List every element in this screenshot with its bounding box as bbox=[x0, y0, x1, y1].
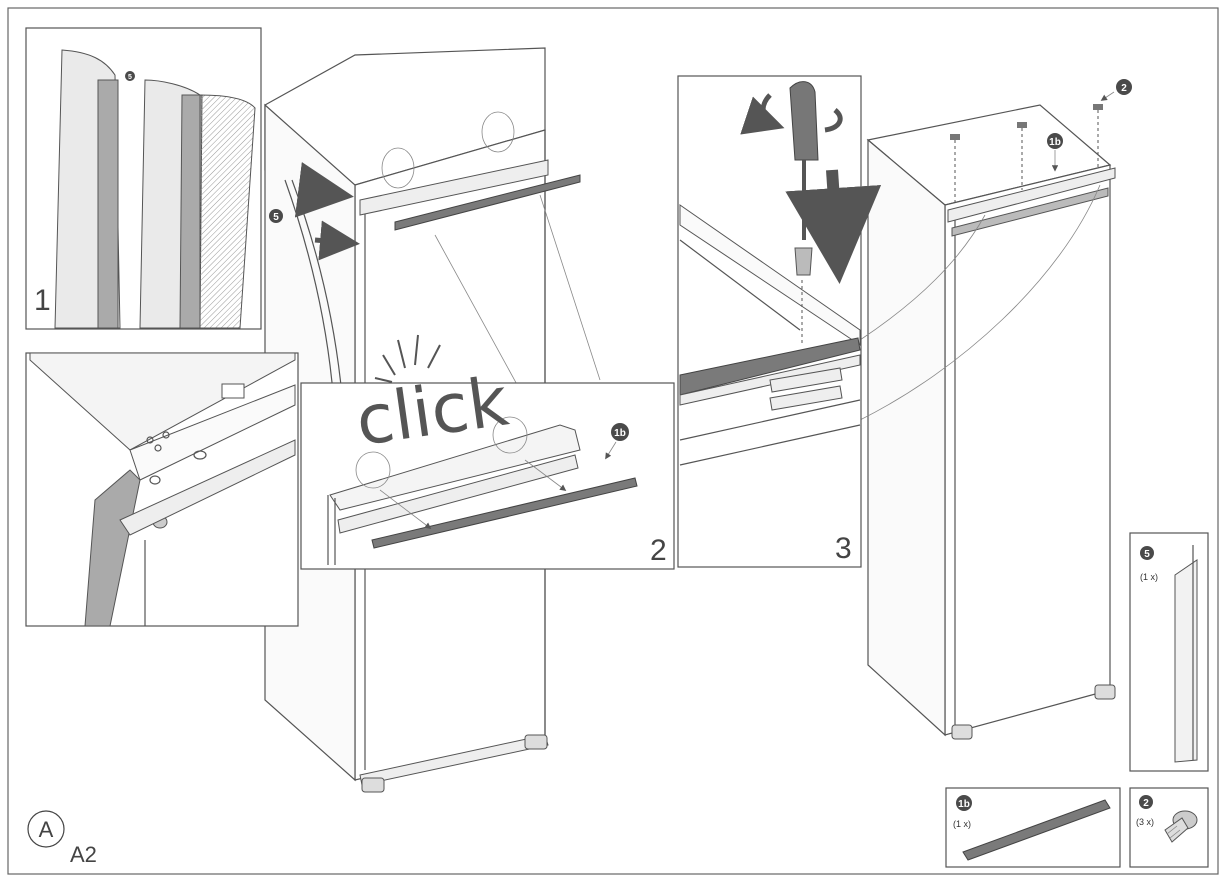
section-letter: A bbox=[39, 817, 54, 842]
screw-part-icon bbox=[1164, 810, 1198, 843]
panel-1-number: 1 bbox=[34, 284, 51, 317]
panel-1-seal-detail: 5 1 bbox=[25, 27, 262, 330]
panel-3-screw-detail: 3 bbox=[677, 75, 882, 568]
section-label: A A2 bbox=[27, 810, 97, 867]
part-screw-box: 2 (3 x) bbox=[1129, 787, 1209, 868]
svg-text:2: 2 bbox=[1143, 798, 1149, 809]
badge-strip bbox=[1047, 133, 1063, 149]
svg-text:1b: 1b bbox=[958, 799, 970, 810]
badge-screw bbox=[1116, 79, 1132, 95]
badge-strip-part bbox=[956, 795, 972, 811]
section-code: A2 bbox=[70, 842, 97, 867]
svg-text:1b: 1b bbox=[1049, 137, 1061, 148]
click-burst-icon bbox=[374, 334, 441, 383]
panel-2-number: 2 bbox=[650, 534, 667, 567]
part-strip-box: 1b (1 x) bbox=[945, 787, 1121, 868]
badge-main-left bbox=[269, 209, 283, 223]
panel-3-number: 3 bbox=[835, 532, 852, 565]
panel-2-click-detail: 1b click 2 bbox=[300, 334, 675, 570]
badge-p1 bbox=[125, 71, 135, 81]
part-seal-box: 5 (1 x) bbox=[1129, 532, 1209, 772]
screw-qty: (3 x) bbox=[1136, 817, 1154, 827]
panel-corner-detail bbox=[25, 352, 299, 627]
svg-text:5: 5 bbox=[273, 212, 279, 223]
svg-text:1b: 1b bbox=[614, 428, 626, 439]
svg-text:5: 5 bbox=[1144, 549, 1150, 560]
right-appliance: 2 1b bbox=[859, 79, 1132, 740]
badge-screw-part bbox=[1139, 795, 1153, 809]
badge-p2 bbox=[611, 423, 629, 441]
seal-qty: (1 x) bbox=[1140, 572, 1158, 582]
svg-text:5: 5 bbox=[128, 74, 132, 81]
badge-seal bbox=[1140, 546, 1154, 560]
strip-qty: (1 x) bbox=[953, 819, 971, 829]
svg-text:2: 2 bbox=[1121, 83, 1127, 94]
screw-icon bbox=[950, 104, 1103, 140]
